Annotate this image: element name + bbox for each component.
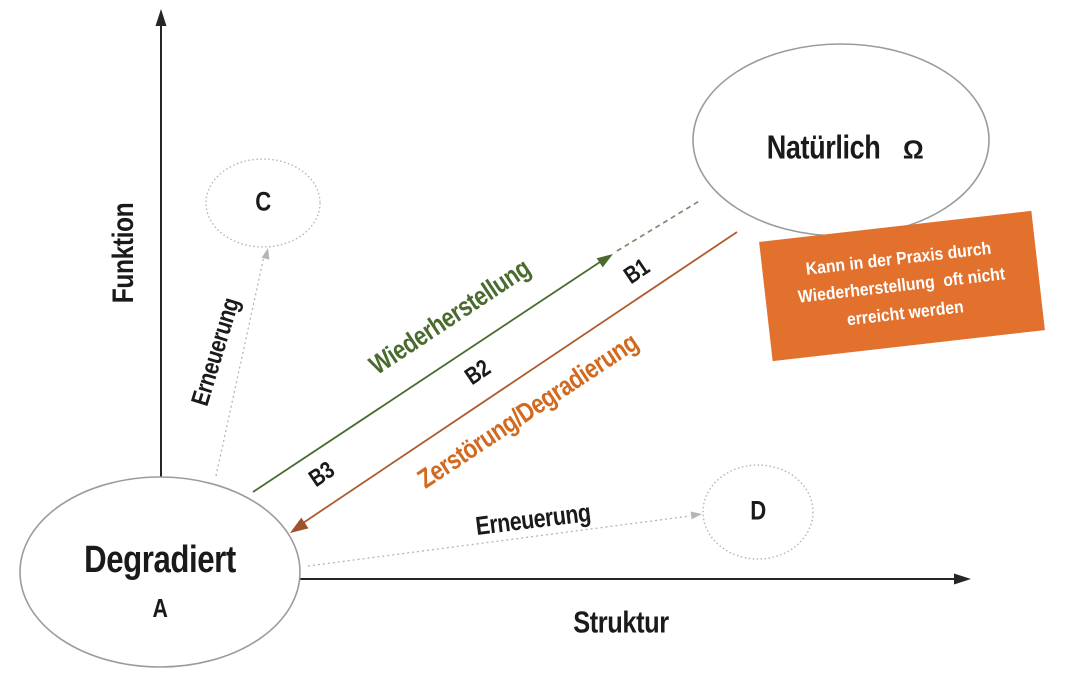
node-natural-label: Natürlich Ω [754, 128, 924, 166]
x-axis-label: Struktur [563, 607, 680, 638]
y-axis-label-text: Funktion [107, 202, 140, 304]
restoration-arrowhead-icon [596, 254, 613, 268]
node-degraded-ellipse [19, 476, 301, 668]
degradation-arrowhead-icon [290, 517, 309, 533]
renewal-to-d-arrowhead-icon [690, 511, 702, 520]
node-c-text: C [255, 186, 271, 217]
node-degraded-symbol: A [151, 595, 169, 621]
degradation-arrow-line [302, 231, 738, 524]
restoration-dashed-extension [616, 199, 702, 252]
x-axis-arrowhead-icon [954, 573, 971, 585]
node-degraded-text: Degradiert [84, 539, 236, 581]
node-degraded-label: Degradiert [67, 541, 252, 579]
node-d-text: D [750, 495, 766, 526]
renewal-to-d-line [307, 515, 691, 567]
node-natural-text: Natürlich [766, 128, 881, 166]
x-axis-label-text: Struktur [573, 604, 669, 640]
node-d-label: D [749, 495, 768, 526]
node-degraded-symbol-text: A [152, 593, 168, 623]
node-c-label: C [254, 186, 273, 217]
y-axis-label: Funktion [107, 192, 140, 315]
node-natural-symbol: Ω [902, 134, 924, 165]
node-d-ellipse [702, 464, 814, 560]
y-axis-arrowhead-icon [155, 9, 167, 26]
renewal-to-c-arrowhead-icon [261, 248, 270, 260]
restoration-arrow-line [252, 259, 604, 493]
node-c-ellipse [205, 158, 321, 248]
